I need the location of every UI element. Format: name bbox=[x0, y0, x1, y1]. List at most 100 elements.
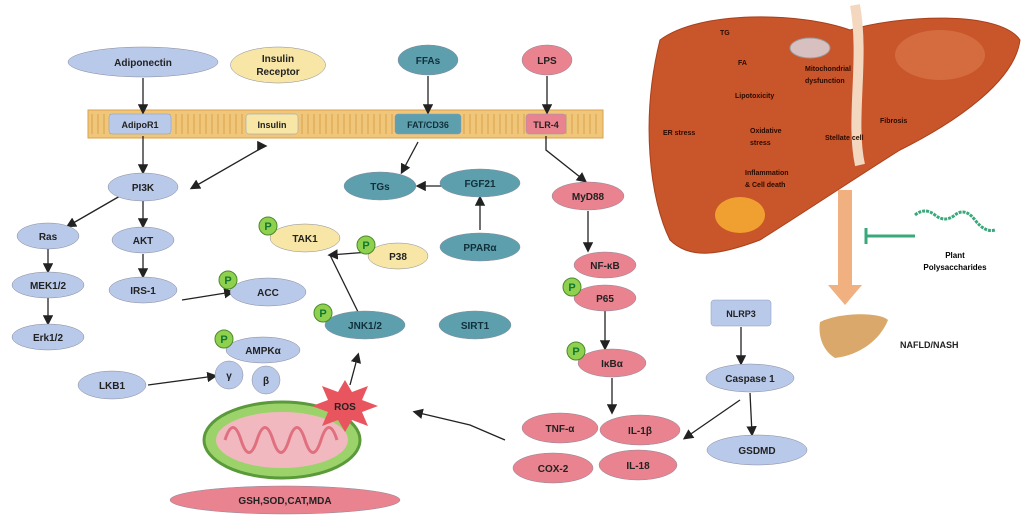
node-label: NF-κB bbox=[590, 261, 619, 272]
node-akt: AKT bbox=[111, 226, 175, 254]
node-label: FFAs bbox=[416, 56, 441, 67]
plant-label-2: Polysaccharides bbox=[923, 263, 987, 272]
node-label: JNK1/2 bbox=[348, 321, 382, 332]
phosphorylation-badge: P bbox=[218, 270, 238, 290]
node-gsh: GSH,SOD,CAT,MDA bbox=[169, 485, 401, 515]
p-label: P bbox=[568, 282, 575, 294]
ros-label: ROS bbox=[334, 402, 356, 413]
node-p38: P38 P bbox=[356, 235, 429, 270]
node-nlrp3: NLRP3 bbox=[710, 299, 772, 327]
node-label: MyD88 bbox=[572, 192, 605, 203]
node-ppara: PPARα bbox=[439, 232, 521, 262]
node-irs1: IRS-1 bbox=[108, 276, 178, 304]
inhibition-line bbox=[864, 228, 915, 244]
pathway-arrow bbox=[349, 352, 362, 386]
phosphorylation-badge: P bbox=[566, 341, 586, 361]
pathway-arrow bbox=[329, 254, 364, 323]
node-label: FGF21 bbox=[464, 179, 496, 190]
p-label: P bbox=[224, 275, 231, 287]
node-pi3k: PI3K bbox=[107, 172, 179, 202]
node-sirt1: SIRT1 bbox=[438, 310, 512, 340]
node-label: GSH,SOD,CAT,MDA bbox=[238, 496, 331, 507]
pathway-arrow bbox=[65, 195, 121, 228]
node-label: Adiponectin bbox=[114, 58, 172, 69]
phosphorylation-badge: P bbox=[562, 277, 582, 297]
node-label: MEK1/2 bbox=[30, 281, 67, 292]
node-lps: LPS bbox=[521, 44, 573, 76]
pathway-arrow bbox=[189, 145, 266, 190]
node-label: IRS-1 bbox=[130, 286, 156, 297]
node-caspase1: Caspase 1 bbox=[705, 363, 795, 393]
node-insulin: Insulin bbox=[245, 113, 299, 135]
node-label: Erk1/2 bbox=[33, 333, 63, 344]
pathway-arrow bbox=[682, 399, 741, 440]
node-cox2: COX-2 bbox=[512, 452, 594, 484]
node-fgf21: FGF21 bbox=[439, 168, 521, 198]
node-label: COX-2 bbox=[538, 464, 569, 475]
phosphorylation-badge: P bbox=[258, 216, 278, 236]
node-tak1: TAK1 P bbox=[258, 216, 341, 253]
node-label: Insulin bbox=[258, 120, 287, 130]
node-label: AKT bbox=[133, 236, 154, 247]
mitochondrion-icon bbox=[202, 400, 362, 480]
node-il18: IL-18 bbox=[598, 449, 678, 481]
node-nfkb: NF-κB bbox=[573, 251, 637, 279]
liver-label: stress bbox=[750, 140, 771, 147]
node-jnk12: JNK1/2P bbox=[313, 303, 406, 340]
liver-label: Mitochondrial bbox=[805, 66, 851, 73]
pathway-arrow bbox=[147, 371, 218, 386]
node-label: IκBα bbox=[601, 359, 624, 370]
node-tnfa: TNF-α bbox=[521, 412, 599, 444]
p-label: P bbox=[362, 240, 369, 252]
node-erk12: Erk1/2 bbox=[11, 323, 85, 351]
node-label: Ras bbox=[39, 232, 58, 243]
node-ikba: IκBα P bbox=[566, 341, 647, 378]
node-label: P38 bbox=[389, 252, 407, 263]
liver-label: Lipotoxicity bbox=[735, 93, 774, 100]
liver-label: Inflammation bbox=[745, 170, 789, 177]
liver-label: Fibrosis bbox=[880, 118, 907, 125]
plant-polysaccharide-icon bbox=[914, 209, 996, 232]
node-tgs: TGs bbox=[343, 171, 417, 201]
node-label: γ bbox=[226, 371, 232, 382]
p-label: P bbox=[264, 221, 271, 233]
node-ffas: FFAs bbox=[397, 44, 459, 76]
pathway-arrow bbox=[412, 408, 506, 441]
phosphorylation-badge: P bbox=[356, 235, 376, 255]
node-label-2: Receptor bbox=[256, 67, 299, 78]
node-label: TAK1 bbox=[292, 234, 318, 245]
ros-burst: ROS bbox=[312, 380, 378, 432]
liver-label: & Cell death bbox=[745, 182, 785, 189]
node-p65: P65 P bbox=[562, 277, 637, 312]
node-mek12: MEK1/2 bbox=[11, 271, 85, 299]
node-label: AdipoR1 bbox=[122, 120, 159, 130]
disease-label: NAFLD/NASH bbox=[900, 340, 959, 350]
small-liver-icon bbox=[819, 314, 888, 358]
pathway-arrow bbox=[746, 392, 757, 437]
node-label: TLR-4 bbox=[533, 120, 559, 130]
node-label: PI3K bbox=[132, 183, 155, 194]
liver-label: ER stress bbox=[663, 130, 695, 137]
pathway-arrow bbox=[545, 136, 588, 183]
node-gamma: γ bbox=[214, 360, 244, 390]
node-adiponectin: Adiponectin bbox=[67, 46, 219, 78]
liver-label: Stellate cell bbox=[825, 135, 864, 142]
node-label: Caspase 1 bbox=[725, 374, 775, 385]
node-il1b: IL-1β bbox=[599, 414, 681, 446]
node-label: IL-18 bbox=[626, 461, 650, 472]
node-fat-cd36: FAT/CD36 bbox=[394, 113, 462, 135]
node-label: Insulin bbox=[262, 54, 294, 65]
node-label: P65 bbox=[596, 294, 614, 305]
pathway-arrow bbox=[181, 288, 235, 301]
p-label: P bbox=[572, 346, 579, 358]
node-label: TNF-α bbox=[546, 424, 576, 435]
node-label: NLRP3 bbox=[726, 309, 756, 319]
node-tlr4: TLR-4 bbox=[525, 113, 567, 135]
liver-label: FA bbox=[738, 60, 747, 67]
liver-label: Oxidative bbox=[750, 128, 782, 135]
node-adipor1: AdipoR1 bbox=[108, 113, 172, 135]
node-ras: Ras bbox=[16, 222, 80, 250]
